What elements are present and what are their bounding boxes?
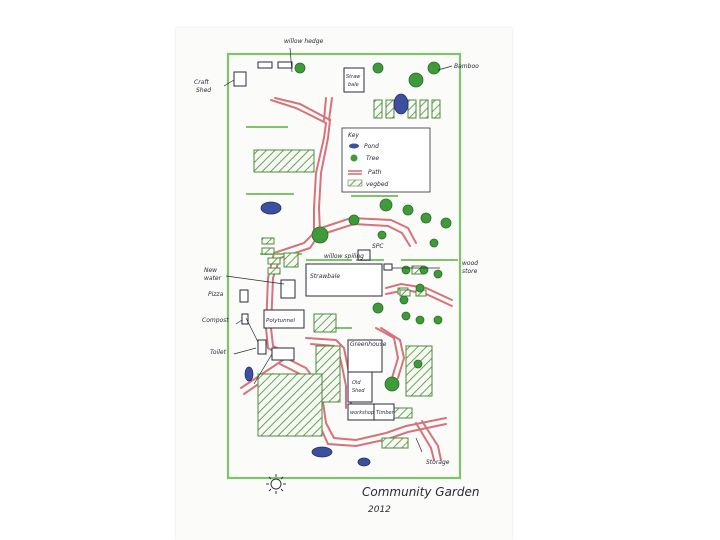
key-pond: Pond	[364, 143, 379, 150]
craft-shed-box	[233, 71, 247, 87]
label-workshop: workshop	[350, 410, 374, 416]
label-straw: Straw	[346, 74, 361, 80]
vegbed-icon	[347, 179, 363, 187]
key-vegbed: vegbed	[366, 181, 389, 188]
label-willow-hedge: willow hedge	[284, 38, 324, 45]
strawbale-box	[305, 263, 383, 297]
label-spc: SPC	[372, 243, 384, 250]
label-old: Old	[352, 380, 361, 386]
garden-map: Key Pond Tree Path vegbed willow hedge C…	[194, 38, 479, 515]
map-title: Community Garden	[362, 485, 479, 499]
ponds	[244, 93, 409, 467]
leader-lines	[223, 47, 453, 453]
label-timber: Timber	[376, 410, 395, 416]
key-title: Key	[348, 132, 359, 139]
label-greenhouse: Greenhouse	[350, 341, 387, 348]
sun-icon	[266, 474, 286, 494]
polytunnel-box	[263, 309, 305, 329]
label-new: New	[204, 267, 217, 274]
label-craft: Craft	[194, 79, 209, 86]
label-bale: bale	[348, 82, 359, 88]
label-shed: Shed	[196, 87, 211, 94]
map-sheet: Key Pond Tree Path vegbed willow hedge C…	[176, 28, 512, 540]
timber-box	[373, 403, 395, 421]
label-willow-spiling: willow spiling	[324, 253, 364, 260]
label-compost: Compost	[202, 317, 229, 324]
map-key: Key Pond Tree Path vegbed	[341, 127, 431, 193]
label-storage: Storage	[426, 459, 450, 466]
label-water: water	[204, 275, 222, 282]
buildings	[233, 61, 395, 421]
label-toilet: Toilet	[210, 349, 227, 356]
key-path: Path	[368, 169, 382, 176]
label-bamboo: Bamboo	[454, 63, 479, 70]
new-water-box	[280, 279, 296, 299]
label-store: store	[462, 268, 478, 275]
old-shed-box	[347, 371, 373, 403]
label-pizza: Pizza	[208, 291, 224, 298]
label-strawbale: Strawbale	[310, 273, 340, 280]
label-wood: wood	[462, 260, 478, 267]
trees	[294, 61, 452, 392]
tree-icon	[350, 154, 358, 162]
label-polytunnel: Polytunnel	[266, 318, 295, 324]
pond-icon	[349, 143, 359, 149]
key-tree: Tree	[366, 155, 379, 162]
veg-beds	[253, 99, 441, 449]
garden-boundary	[226, 52, 462, 480]
straw-bale-top-box	[343, 67, 365, 93]
map-year: 2012	[368, 505, 391, 515]
label-old-shed: Shed	[352, 388, 365, 394]
